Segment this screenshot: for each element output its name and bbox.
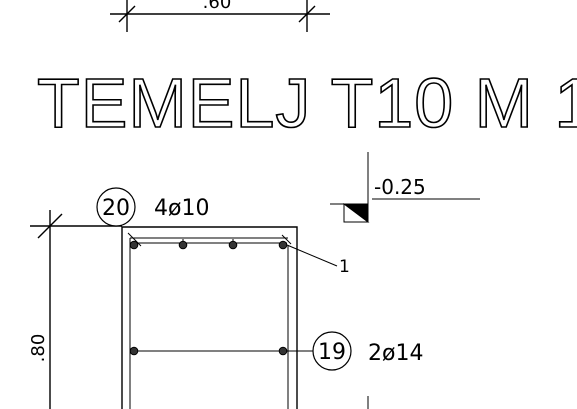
leader-line: [286, 244, 338, 267]
foundation-section: [121, 226, 298, 409]
top-dimension-label: .60: [203, 0, 232, 13]
drawing-title: TEMELJ T10 M 1:25:: [37, 64, 577, 142]
bar-mark-20-number: 20: [102, 196, 130, 221]
level-label: -0.25: [374, 175, 426, 199]
stirrup-hook: [127, 232, 142, 247]
leader-1: 1: [286, 244, 350, 277]
bar-mark-19-spec: 2ø14: [368, 341, 423, 366]
stirrup-corner: [281, 234, 292, 245]
top-dimension-tick-right: [298, 5, 316, 23]
top-dimension: .60: [110, 0, 330, 32]
rebar-dot-mid-1: [129, 346, 139, 356]
rebar-dot-top-2: [178, 240, 188, 250]
bar-mark-20-spec: 4ø10: [154, 196, 209, 221]
bar-mark-19-number: 19: [318, 340, 346, 365]
bar-mark-19-circle: [312, 331, 352, 371]
bar-mark-19: 19 2ø14: [287, 331, 423, 371]
level-marker: -0.25: [330, 152, 480, 409]
rebar-dot-mid-2: [278, 346, 288, 356]
height-dimension-tick: [37, 213, 63, 239]
height-dimension-label: .80: [28, 334, 49, 363]
bar-mark-20: 20 4ø10: [96, 187, 209, 227]
top-dimension-tick-left: [118, 5, 136, 23]
rebar-dots: [129, 240, 288, 356]
foundation-outline: [121, 226, 298, 409]
height-dimension: .80: [28, 210, 122, 409]
bar-mark-20-circle: [96, 187, 136, 227]
leader-label: 1: [339, 257, 350, 277]
rebar-dot-top-4: [278, 240, 288, 250]
level-triangle-outline: [343, 203, 370, 223]
rebar-dot-top-1: [129, 240, 139, 250]
rebar-dot-top-3: [228, 240, 238, 250]
